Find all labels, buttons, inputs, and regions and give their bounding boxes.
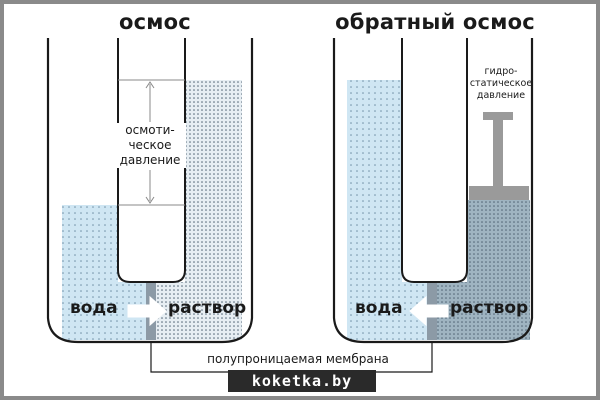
osmosis-vessel (46, 38, 254, 344)
solution-label-left: раствор (168, 298, 247, 318)
osmotic-pressure-label: осмоти- ческое давление (114, 123, 186, 168)
solution-label-right: раствор (450, 298, 529, 318)
piston-rod (493, 118, 503, 188)
vessel-outline-left (46, 38, 254, 344)
water-label-left: вода (70, 298, 118, 318)
piston-plate (469, 186, 529, 200)
membrane-label: полупроницаемая мембрана (196, 352, 400, 366)
flow-arrow-right (127, 295, 167, 327)
reverse-osmosis-vessel (332, 38, 534, 344)
hydrostatic-pressure-label: гидро- статическое давление (469, 66, 533, 101)
vessel-outline-right (332, 38, 534, 344)
flow-arrow-left (409, 295, 449, 327)
title-osmosis: осмос (119, 10, 191, 34)
piston-handle (483, 112, 513, 120)
water-label-right: вода (355, 298, 403, 318)
watermark-logo: koketka.by (228, 370, 376, 392)
title-reverse-osmosis: обратный осмос (335, 10, 535, 34)
